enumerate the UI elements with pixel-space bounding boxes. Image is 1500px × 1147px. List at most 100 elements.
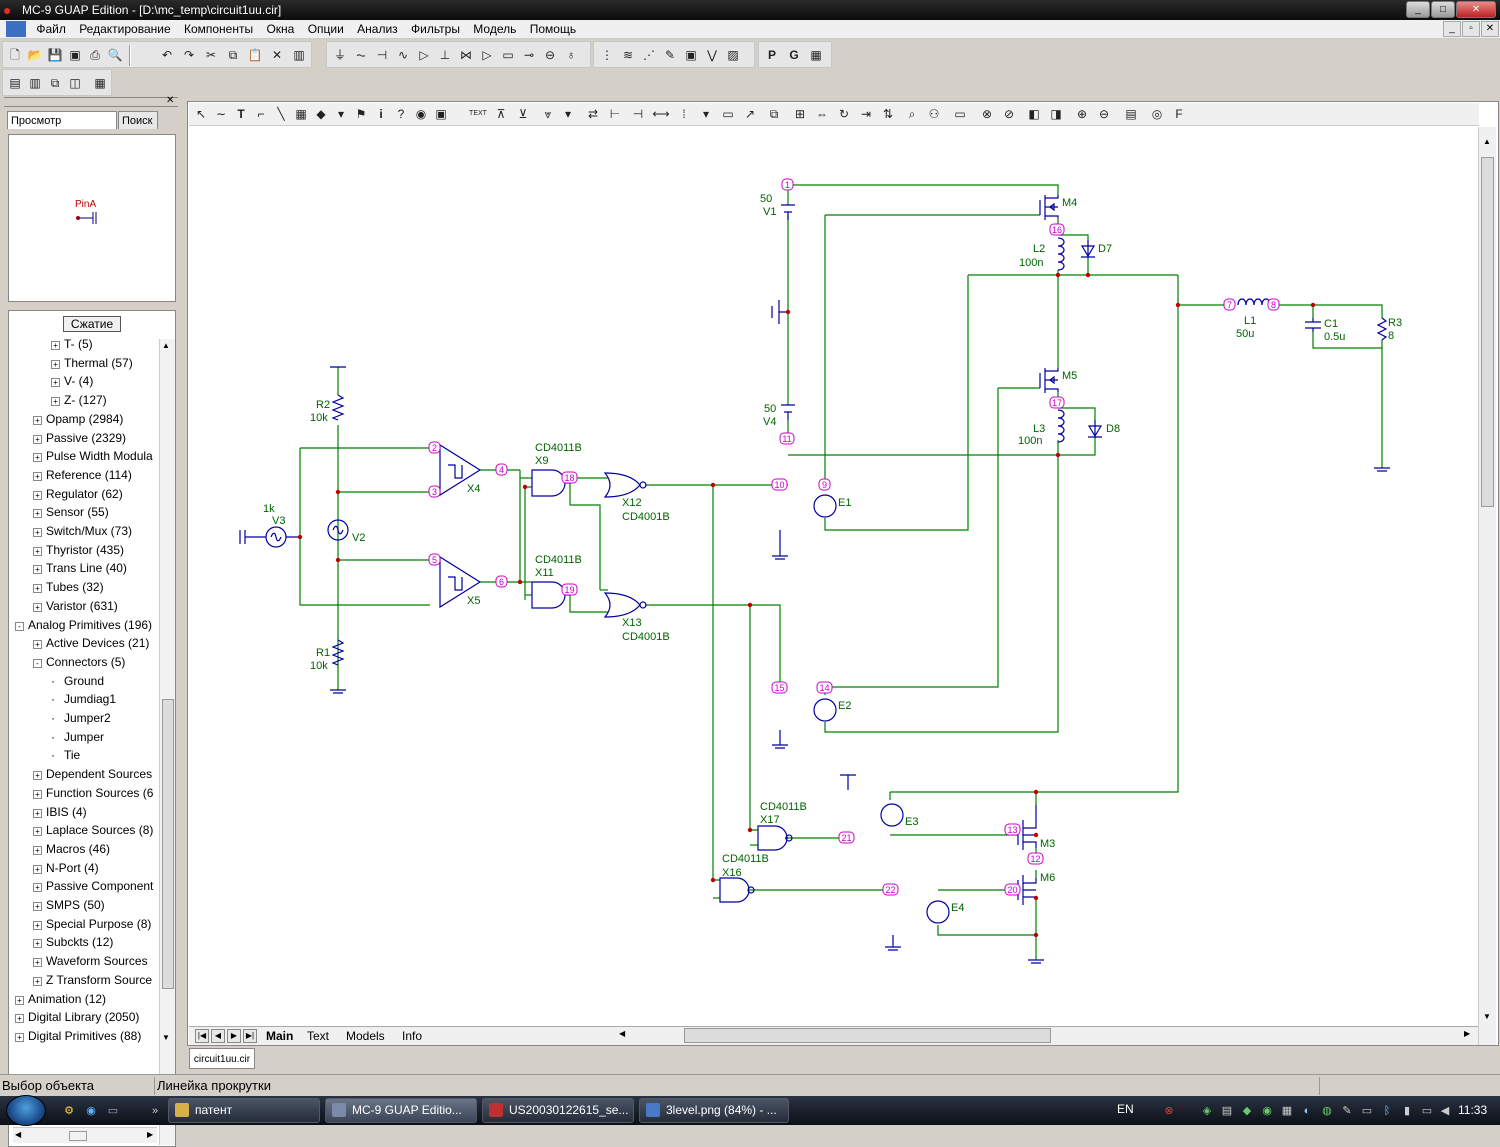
tray-icon-1[interactable]: ◈ <box>1202 1105 1212 1117</box>
last-page-icon[interactable]: ▶| <box>243 1029 257 1043</box>
expand-icon[interactable]: + <box>33 883 42 893</box>
start-button[interactable] <box>6 1095 46 1126</box>
tab-text[interactable]: Text <box>307 1029 330 1043</box>
tree-item[interactable]: +N-Port (4) <box>33 859 99 877</box>
monitor-tray-icon[interactable]: ▭ <box>1421 1105 1433 1117</box>
layers-icon[interactable]: ◧ <box>1028 107 1040 121</box>
probe-tool-icon[interactable]: ⩔ <box>544 107 552 121</box>
function-icon[interactable]: F <box>1175 107 1183 121</box>
binoculars-icon[interactable]: ⚇ <box>928 107 940 121</box>
expand-icon[interactable]: + <box>33 827 42 837</box>
scroll-up-icon[interactable]: ▲ <box>162 341 170 350</box>
mdi-restore-icon[interactable]: ▫ <box>1462 21 1480 37</box>
close-icon[interactable]: ✕ <box>1456 1 1496 18</box>
tree-scrollbar[interactable]: ▲ ▼ <box>159 339 175 1145</box>
tree-item[interactable]: +SMPS (50) <box>33 896 105 914</box>
probe-dropdown-icon[interactable]: ▾ <box>564 107 572 121</box>
picture-icon[interactable]: ▨ <box>727 48 739 62</box>
zoom-in-icon[interactable]: ⊕ <box>1076 107 1088 121</box>
hscroll-right-icon[interactable]: ▶ <box>1464 1029 1471 1038</box>
step-icon[interactable]: ⇥ <box>860 107 872 121</box>
collapse-button[interactable]: Сжатие <box>63 316 121 332</box>
g-mode-icon[interactable]: G <box>789 48 799 62</box>
schematic-vscrollbar[interactable]: ▲ ▼ <box>1478 127 1496 1045</box>
probe-icon[interactable]: ♁ <box>566 48 576 62</box>
expand-icon[interactable]: + <box>33 920 42 930</box>
menu-windows[interactable]: Окна <box>266 22 295 36</box>
tree-item[interactable]: +Z- (127) <box>51 391 107 409</box>
bus-icon[interactable]: ⋰ <box>643 48 655 62</box>
save-icon[interactable]: 💾 <box>47 48 63 62</box>
tree-item[interactable]: +Thyristor (435) <box>33 541 124 559</box>
expand-icon[interactable]: + <box>33 789 42 799</box>
tab-structure[interactable]: Просмотр структуры <box>7 111 117 145</box>
menu-options[interactable]: Опции <box>307 22 344 36</box>
window-list-icon[interactable]: ◫ <box>69 76 81 90</box>
quicklaunch-icon-3[interactable]: ▭ <box>107 1105 119 1117</box>
expand-icon[interactable]: + <box>33 640 42 650</box>
flip-v-icon[interactable]: ⇅ <box>882 107 894 121</box>
jumper-icon[interactable]: ⊸ <box>523 48 535 62</box>
tree-item[interactable]: ·Ground <box>51 672 104 690</box>
tile-horizontal-icon[interactable]: ▤ <box>9 76 21 90</box>
tree-item[interactable]: +Varistor (631) <box>33 597 118 615</box>
expand-icon[interactable]: + <box>33 565 42 575</box>
ground-icon[interactable]: ⏚ <box>333 48 346 62</box>
tree-item[interactable]: +Function Sources (6 <box>33 784 153 802</box>
expand-icon[interactable]: + <box>51 359 60 369</box>
expand-icon[interactable]: + <box>15 1014 24 1024</box>
select-all-icon[interactable]: ▥ <box>293 48 305 62</box>
find-icon[interactable]: ⌕ <box>908 107 916 121</box>
tree-item[interactable]: +Animation (12) <box>15 990 106 1008</box>
expand-icon[interactable]: + <box>33 434 42 444</box>
grid-icon[interactable]: ⋮ <box>601 48 613 62</box>
node-numbers-icon[interactable]: ⊣ <box>632 107 644 121</box>
shape-icon[interactable]: ◆ <box>316 107 326 121</box>
point-icon[interactable]: ◉ <box>415 107 427 121</box>
task-mc9[interactable]: MC-9 GUAP Editio... <box>325 1098 477 1123</box>
scroll-right-icon[interactable]: ▶ <box>147 1130 154 1139</box>
tray-icon-8[interactable]: ✎ <box>1342 1105 1352 1117</box>
tree-item[interactable]: +Active Devices (21) <box>33 634 149 652</box>
dots-icon[interactable]: ⁞ <box>682 107 686 121</box>
tree-item[interactable]: ·Jumdiag1 <box>51 690 116 708</box>
expand-icon[interactable]: + <box>15 1032 24 1042</box>
menu-help[interactable]: Помощь <box>529 22 577 36</box>
scroll-thumb[interactable] <box>162 699 174 989</box>
transistor-icon[interactable]: ⋈ <box>460 48 472 62</box>
align-icon[interactable]: ⊢ <box>609 107 621 121</box>
delete-icon[interactable]: ✕ <box>271 48 283 62</box>
security-icon[interactable]: ⊗ <box>1164 1105 1174 1117</box>
expand-icon[interactable]: + <box>33 902 42 911</box>
expand-icon[interactable]: + <box>51 341 60 350</box>
hscroll-thumb[interactable] <box>69 1131 87 1141</box>
collapse-icon[interactable]: - <box>33 658 42 668</box>
diode-icon[interactable]: ▷ <box>419 48 429 62</box>
calculator-icon[interactable]: ▦ <box>94 76 106 90</box>
scroll-left-icon[interactable]: ◀ <box>15 1130 22 1139</box>
tree-item[interactable]: ·Tie <box>51 746 80 764</box>
tree-item[interactable]: +Opamp (2984) <box>33 410 123 428</box>
expand-icon[interactable]: + <box>33 771 42 781</box>
attr-icon[interactable]: ⊼ <box>496 107 506 121</box>
redo-icon[interactable]: ↷ <box>183 48 195 62</box>
tree-item[interactable]: +T- (5) <box>51 335 93 353</box>
layers2-icon[interactable]: ◨ <box>1050 107 1062 121</box>
expand-icon[interactable]: + <box>33 509 42 519</box>
new-icon[interactable]: 🗋 <box>10 48 20 62</box>
globe-icon[interactable]: ◎ <box>1151 107 1163 121</box>
schematic-canvas[interactable]: .w{stroke:#008000;stroke-width:1.2;fill:… <box>189 127 1477 1025</box>
expand-icon[interactable]: + <box>33 528 42 537</box>
tree-item[interactable]: +Sensor (55) <box>33 503 109 521</box>
tray-icon-9[interactable]: ▭ <box>1361 1105 1373 1117</box>
expand-icon[interactable]: + <box>33 939 42 949</box>
text-toggle-icon[interactable]: TEXT <box>469 110 487 117</box>
open-icon[interactable]: 📂 <box>27 48 43 62</box>
pen-icon[interactable]: ✎ <box>664 48 676 62</box>
minimize-icon[interactable]: _ <box>1406 1 1430 18</box>
tree-item[interactable]: ·Jumper <box>51 728 104 746</box>
network-icon[interactable]: ▮ <box>1403 1105 1411 1117</box>
opamp-icon[interactable]: ▷ <box>482 48 492 62</box>
scroll-down-icon[interactable]: ▼ <box>162 1033 170 1042</box>
pointer-icon[interactable]: ↗ <box>744 107 756 121</box>
